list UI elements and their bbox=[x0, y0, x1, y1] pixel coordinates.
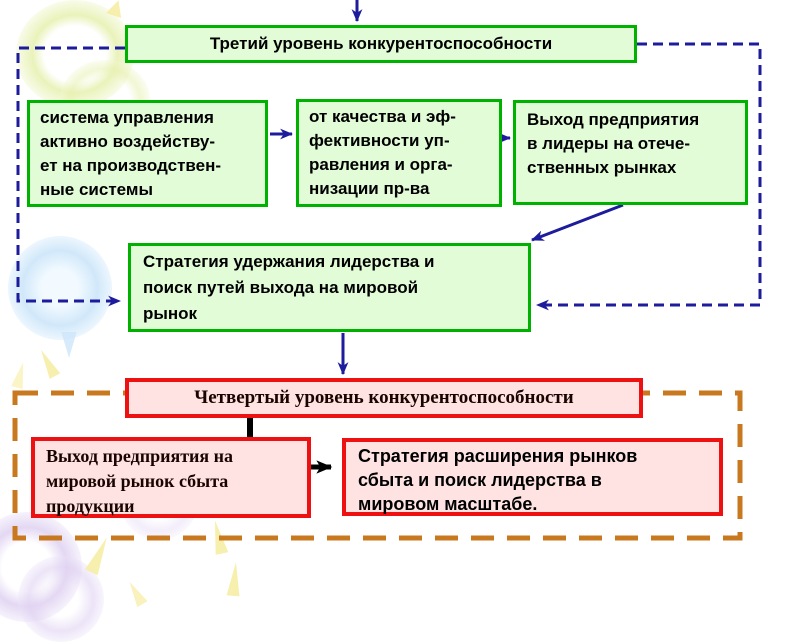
arrow-leader-to-strategy bbox=[530, 203, 624, 242]
level4-title-box: Четвертый уровень конкурентоспособности bbox=[125, 378, 643, 418]
level3-title-box: Третий уровень конкурентоспособности bbox=[125, 25, 637, 63]
management-system-box: система управления активно воздейству- е… bbox=[27, 100, 268, 207]
market-expansion-strategy-box: Стратегия расширения рынков сбыта и поис… bbox=[342, 438, 723, 516]
retain-leadership-strategy-box: Стратегия удержания лидерства и поиск пу… bbox=[128, 243, 531, 332]
domestic-leader-box: Выход предприятия в лидеры на отече- ств… bbox=[513, 100, 748, 205]
world-market-exit-box: Выход предприятия на мировой рынок сбыта… bbox=[31, 437, 311, 518]
slide-canvas: Третий уровень конкурентоспособности сис… bbox=[0, 0, 762, 642]
quality-efficiency-box: от качества и эф- фективности уп- равлен… bbox=[296, 99, 502, 207]
